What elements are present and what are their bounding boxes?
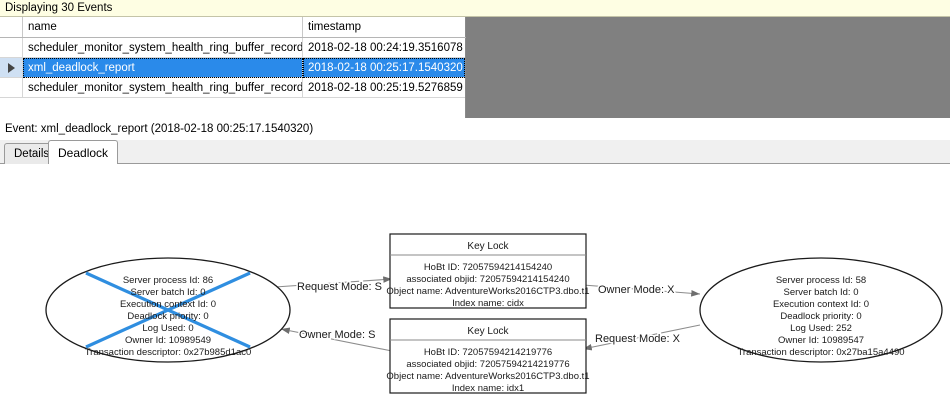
row-timestamp: 2018-02-18 00:25:19.5276859 <box>303 78 465 98</box>
row-timestamp: 2018-02-18 00:24:19.3516078 <box>303 38 465 58</box>
process-left-line-3: Deadlock priority: 0 <box>127 311 208 322</box>
edge-label-top-owner-right: Owner Mode: X <box>597 283 677 298</box>
row-selector-cell[interactable] <box>0 58 23 78</box>
events-banner: Displaying 30 Events <box>0 0 950 17</box>
resource-bottom-line-3: Index name: idx1 <box>452 383 524 394</box>
tab-strip-baseline <box>0 163 950 164</box>
process-node-left[interactable]: Server process Id: 86 Server batch Id: 0… <box>45 257 291 363</box>
tab-strip: Details Deadlock <box>0 140 950 164</box>
victim-cross-icon <box>85 271 251 349</box>
resource-node-bottom[interactable]: Key Lock HoBt ID: 72057594214219776 asso… <box>386 318 590 394</box>
event-caption-label: Event: xml_deadlock_report (2018-02-18 0… <box>5 123 314 135</box>
edge-label-3-text: Request Mode: X <box>595 333 681 345</box>
process-right-line-3: Deadlock priority: 0 <box>780 311 861 322</box>
row-name: xml_deadlock_report <box>23 58 303 78</box>
resource-top-line-1: associated objid: 72057594214154240 <box>406 274 569 285</box>
process-right-line-6: Transaction descriptor: 0x27ba15a4490 <box>737 347 904 358</box>
grid-header-name[interactable]: name <box>23 17 303 37</box>
resource-bottom-line-0: HoBt ID: 72057594214219776 <box>424 347 552 358</box>
process-left-line-4: Log Used: 0 <box>142 323 193 334</box>
resource-bottom-title: Key Lock <box>467 326 509 337</box>
resource-top-line-3: Index name: cidx <box>452 298 524 309</box>
table-row[interactable]: scheduler_monitor_system_health_ring_buf… <box>0 38 465 58</box>
process-right-line-5: Owner Id: 10989547 <box>778 335 864 346</box>
resource-bottom-line-1: associated objid: 72057594214219776 <box>406 359 569 370</box>
page-title: Event: xml_deadlock_report (2018-02-18 0… <box>0 118 950 140</box>
edge-label-right-request-bottom: Request Mode: X <box>594 332 683 347</box>
process-left-line-6: Transaction descriptor: 0x27b985d1ac0 <box>85 347 252 358</box>
row-selector-cell[interactable] <box>0 78 23 98</box>
edge-right-request-bottom <box>582 324 701 351</box>
edge-label-bottom-owner-left: Owner Mode: S <box>298 328 377 343</box>
row-timestamp: 2018-02-18 00:25:17.1540320 <box>303 58 465 78</box>
events-banner-label: Displaying 30 Events <box>5 2 113 14</box>
events-grid[interactable]: name timestamp scheduler_monitor_system_… <box>0 17 466 118</box>
edge-label-2-text: Owner Mode: S <box>299 329 375 341</box>
resource-top-title: Key Lock <box>467 241 509 252</box>
row-selector-cell[interactable] <box>0 38 23 58</box>
process-left-line-5: Owner Id: 10989549 <box>125 335 211 346</box>
table-row-selected[interactable]: xml_deadlock_report 2018-02-18 00:25:17.… <box>0 58 465 78</box>
resource-top-line-2: Object name: AdventureWorks2016CTP3.dbo.… <box>386 286 589 297</box>
process-right-line-2: Execution context Id: 0 <box>773 299 869 310</box>
resource-bottom-line-2: Object name: AdventureWorks2016CTP3.dbo.… <box>386 371 589 382</box>
grid-header-row: name timestamp <box>0 17 465 38</box>
process-node-right[interactable]: Server process Id: 58 Server batch Id: 0… <box>699 257 943 363</box>
tab-details[interactable]: Details <box>4 143 60 164</box>
edge-bottom-owner-left <box>280 327 393 352</box>
grid-header-timestamp[interactable]: timestamp <box>308 21 362 33</box>
process-right-line-4: Log Used: 252 <box>790 323 852 334</box>
tab-deadlock[interactable]: Deadlock <box>48 140 119 164</box>
row-name: scheduler_monitor_system_health_ring_buf… <box>23 78 303 98</box>
edge-label-1-text: Owner Mode: X <box>598 284 675 296</box>
row-selector-arrow-icon <box>7 62 15 73</box>
tab-deadlock-label: Deadlock <box>58 145 109 160</box>
edge-label-0-text: Request Mode: S <box>297 281 382 293</box>
deadlock-graph-canvas[interactable]: Server process Id: 86 Server batch Id: 0… <box>0 164 950 401</box>
process-left-line-0: Server process Id: 86 <box>123 275 213 286</box>
process-left-line-2: Execution context Id: 0 <box>120 299 216 310</box>
process-right-line-0: Server process Id: 58 <box>776 275 866 286</box>
grid-header-selector-cell <box>0 17 23 37</box>
edge-top-owner-right <box>582 284 701 297</box>
tab-details-label: Details <box>14 148 50 160</box>
events-grid-background: name timestamp scheduler_monitor_system_… <box>0 17 950 118</box>
process-right-line-1: Server batch Id: 0 <box>784 287 859 298</box>
resource-node-top[interactable]: Key Lock HoBt ID: 72057594214154240 asso… <box>386 233 590 309</box>
resource-top-line-0: HoBt ID: 72057594214154240 <box>424 262 552 273</box>
row-name: scheduler_monitor_system_health_ring_buf… <box>23 38 303 58</box>
edge-label-left-request-top: Request Mode: S <box>296 280 384 295</box>
process-left-line-1: Server batch Id: 0 <box>131 287 206 298</box>
edge-left-request-top <box>274 276 393 288</box>
grid-header-divider <box>0 37 466 38</box>
table-row[interactable]: scheduler_monitor_system_health_ring_buf… <box>0 78 465 98</box>
